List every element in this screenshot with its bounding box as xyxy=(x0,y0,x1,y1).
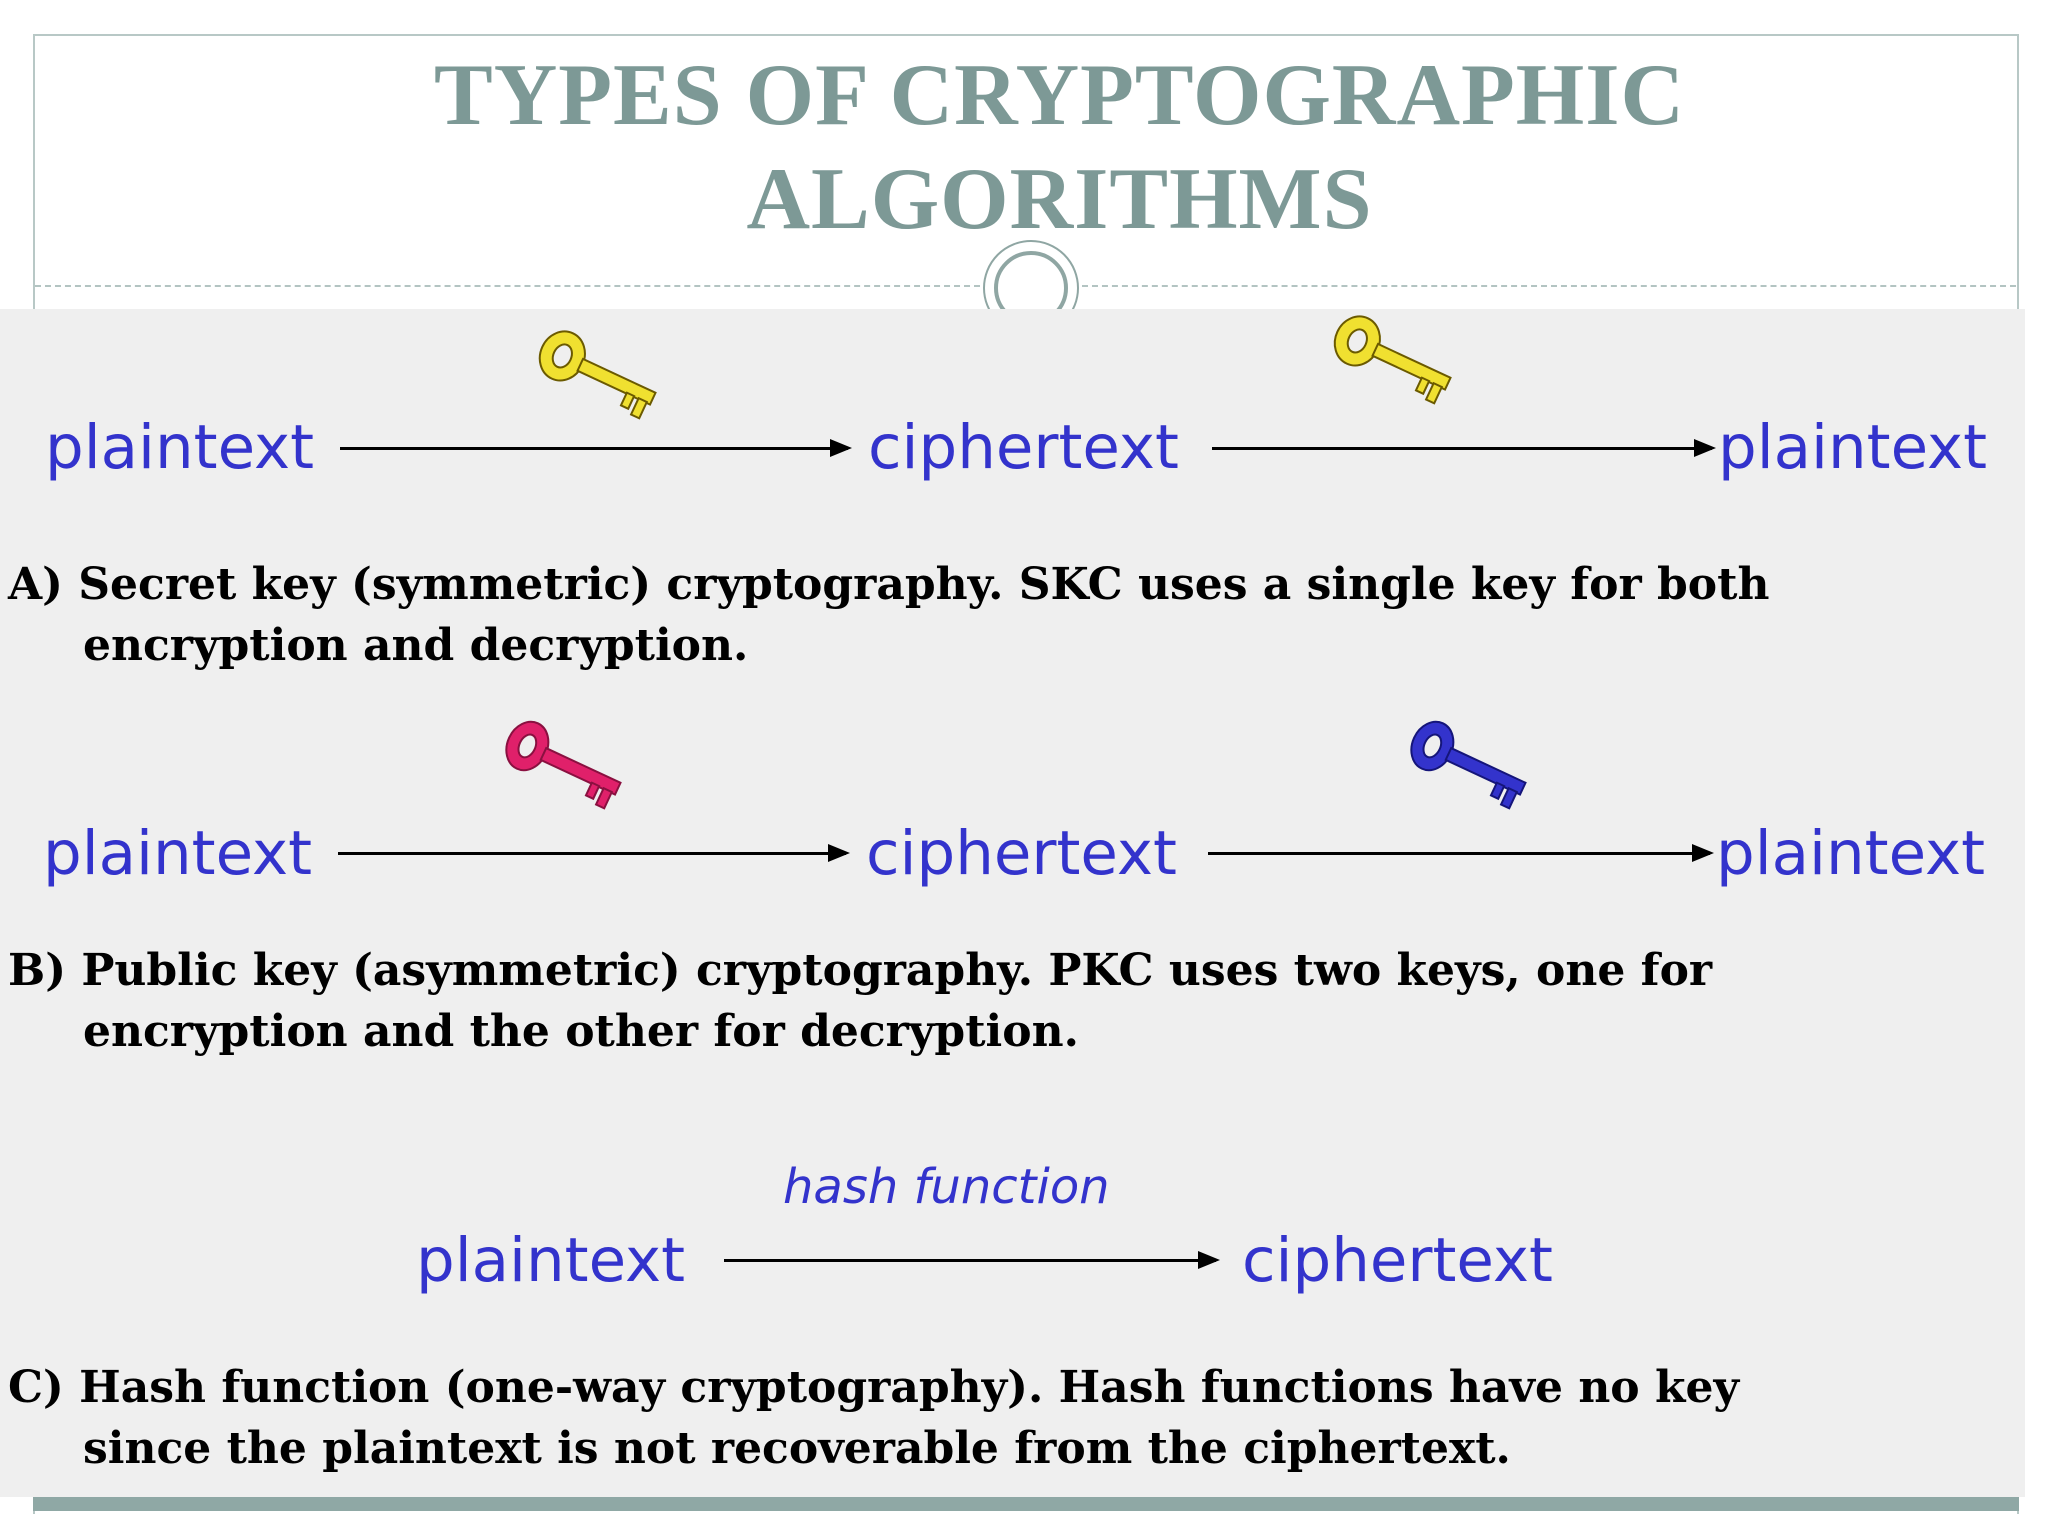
diagram-panel xyxy=(0,309,2025,1497)
pink-key-icon xyxy=(505,720,622,810)
footer-bar xyxy=(33,1497,2019,1511)
arrow-encrypt xyxy=(340,439,852,457)
blue-key-icon xyxy=(1410,720,1527,810)
caption-c-line-1: C) Hash function (one-way cryptography).… xyxy=(8,1362,1740,1413)
gold-key-icon xyxy=(1333,315,1452,405)
label-plaintext: plaintext xyxy=(45,412,315,483)
arrow-decrypt xyxy=(1212,439,1716,457)
arrow-decrypt xyxy=(1208,844,1714,862)
label-plaintext: plaintext xyxy=(1716,818,1986,889)
caption-a-line-2: encryption and decryption. xyxy=(83,620,749,671)
caption-b: B) Public key (asymmetric) cryptography.… xyxy=(8,940,1712,1062)
caption-c: C) Hash function (one-way cryptography).… xyxy=(8,1357,1739,1479)
title-line-2: ALGORITHMS xyxy=(746,151,1373,248)
label-ciphertext: ciphertext xyxy=(1242,1225,1553,1296)
arrow-encrypt xyxy=(338,844,850,862)
label-ciphertext: ciphertext xyxy=(868,412,1179,483)
label-plaintext: plaintext xyxy=(416,1225,686,1296)
slide-title: TYPES OF CRYPTOGRAPHIC ALGORITHMS xyxy=(33,44,2048,252)
label-ciphertext: ciphertext xyxy=(866,818,1177,889)
caption-a-line-1: A) Secret key (symmetric) cryptography. … xyxy=(8,559,1770,610)
divider-right xyxy=(1082,285,2016,287)
caption-a: A) Secret key (symmetric) cryptography. … xyxy=(8,554,1769,676)
arrow-hash xyxy=(724,1251,1220,1269)
caption-c-line-2: since the plaintext is not recoverable f… xyxy=(83,1423,1511,1474)
caption-b-line-1: B) Public key (asymmetric) cryptography.… xyxy=(8,945,1713,996)
label-plaintext: plaintext xyxy=(1718,412,1988,483)
title-line-1: TYPES OF CRYPTOGRAPHIC xyxy=(434,47,1685,144)
caption-b-line-2: encryption and the other for decryption. xyxy=(83,1006,1079,1057)
label-hash-function: hash function xyxy=(783,1159,1110,1215)
divider-left xyxy=(35,285,980,287)
gold-key-icon xyxy=(538,330,657,420)
label-plaintext: plaintext xyxy=(43,818,313,889)
